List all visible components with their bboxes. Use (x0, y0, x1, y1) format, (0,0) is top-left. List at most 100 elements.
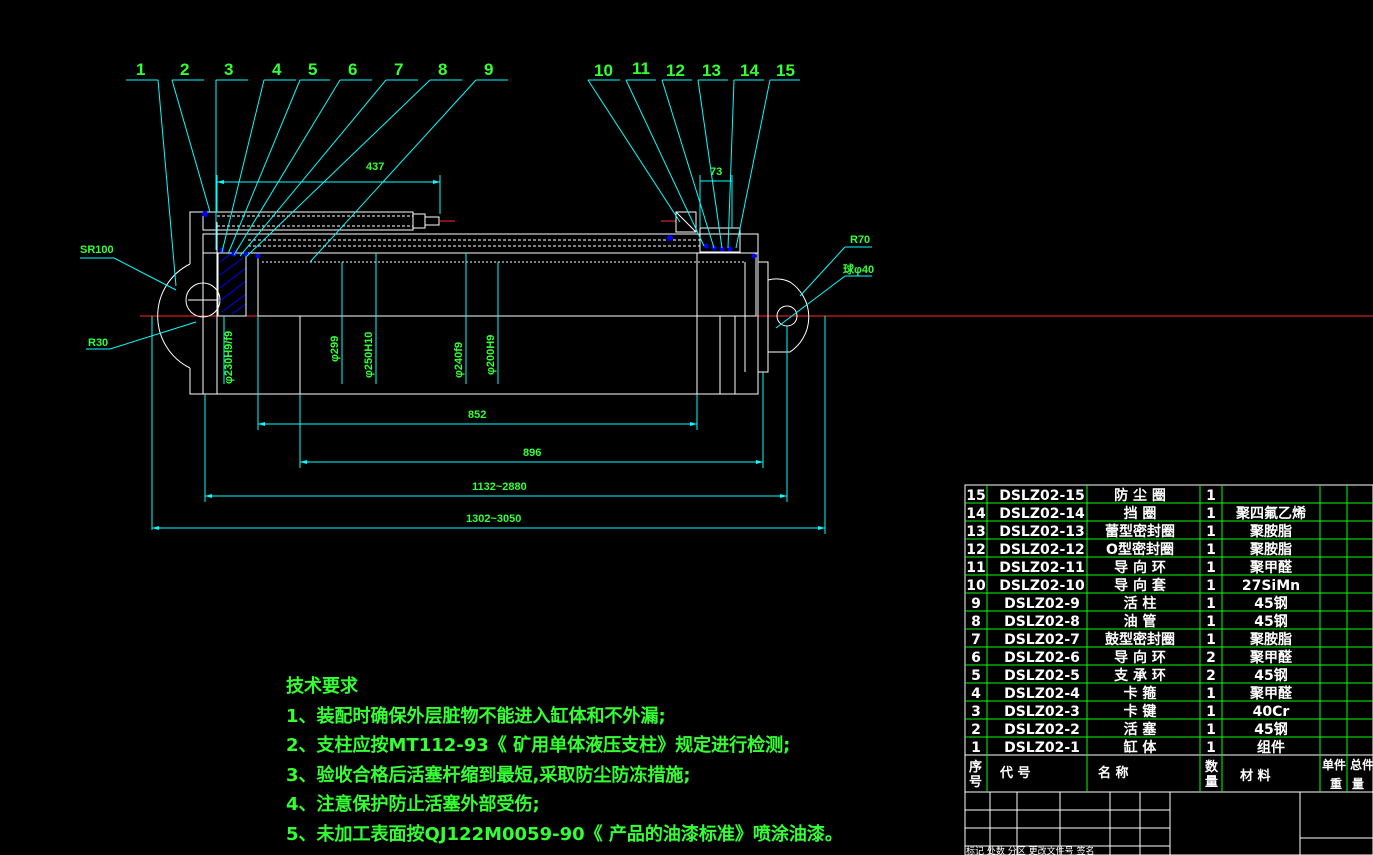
bom-cell-no: 1 (971, 740, 981, 756)
dimension-arrows (152, 180, 825, 530)
bom-header-material: 材 料 (1240, 768, 1271, 784)
bom-cell-no: 5 (971, 668, 981, 684)
bom-cell-name: 导 向 环 (1114, 649, 1166, 666)
balloon-labels: 1 2 3 4 5 6 7 8 9 10 11 12 13 14 15 (136, 59, 795, 80)
bom-cell-material: 45钢 (1254, 613, 1287, 630)
leader-lines (126, 79, 800, 287)
requirement-2: 2、支柱应按MT112-93《 矿用单体液压支柱》规定进行检测; (286, 735, 791, 756)
rod-end-eye (767, 278, 810, 353)
bom-cell-material: 聚甲醛 (1249, 559, 1293, 576)
bom-row: 11 DSLZ02-11 导 向 环 1 聚甲醛 (966, 559, 1293, 576)
bom-cell-material: 聚甲醛 (1249, 685, 1293, 702)
bom-header-seq-a: 序 (969, 759, 982, 775)
bom-cell-code: DSLZ02-8 (1004, 614, 1080, 630)
bom-header-qty-b: 量 (1205, 775, 1218, 790)
bom-cell-name: 卡 箍 (1124, 685, 1157, 702)
bom-cell-no: 11 (966, 560, 985, 576)
balloon-1: 1 (136, 60, 145, 79)
dim-dia2: φ299 (329, 336, 341, 362)
dim-ball40: 球φ40 (843, 262, 874, 276)
bom-cell-code: DSLZ02-5 (1004, 668, 1080, 684)
bom-cell-name: 活 柱 (1124, 595, 1157, 612)
bom-cell-qty: 1 (1206, 578, 1216, 594)
end-cap-hatch (219, 249, 247, 315)
dim-1302: 1302~3050 (466, 513, 521, 525)
bom-cell-name: 导 向 环 (1114, 559, 1166, 576)
bom-cell-material: 45钢 (1254, 721, 1287, 738)
bom-cell-code: DSLZ02-15 (999, 488, 1085, 504)
balloon-8: 8 (438, 60, 447, 79)
bom-cell-no: 9 (971, 596, 981, 612)
bom-cell-no: 7 (971, 632, 981, 648)
bom-cell-no: 4 (971, 686, 981, 702)
balloon-9: 9 (484, 60, 493, 79)
bom-cell-qty: 1 (1206, 740, 1216, 756)
bom-cell-material: 组件 (1257, 739, 1285, 756)
bom-header: 序 号 代 号 名 称 数 量 材 料 单件 总件 重 量 (969, 757, 1373, 791)
bom-cell-code: DSLZ02-10 (999, 578, 1085, 594)
bom-cell-qty: 1 (1206, 596, 1216, 612)
bom-header-seq-b: 号 (969, 775, 982, 790)
dimension-texts: 437 73 852 896 1132~2880 1302~3050 SR100… (80, 161, 874, 525)
dim-437: 437 (366, 161, 384, 173)
requirement-5: 5、未加工表面按QJ122M0059-90《 产品的油漆标准》喷涂油漆。 (286, 823, 843, 845)
bom-header-unit-b: 重 (1330, 776, 1342, 791)
bom-cell-qty: 1 (1206, 686, 1216, 702)
bom-cell-qty: 1 (1206, 614, 1216, 630)
bom-cell-qty: 1 (1206, 488, 1216, 504)
dim-dia5: φ200H9 (485, 335, 497, 375)
balloon-12: 12 (666, 61, 685, 80)
bom-cell-material: 聚胺脂 (1249, 523, 1292, 540)
bom-cell-name: 导 向 套 (1114, 577, 1166, 594)
left-spherical-head (157, 263, 191, 369)
bom-cell-material: 45钢 (1254, 667, 1287, 684)
bom-cell-name: O型密封圈 (1106, 541, 1174, 558)
dim-73: 73 (710, 166, 722, 178)
bom-cell-code: DSLZ02-6 (1004, 650, 1080, 666)
bom-cell-code: DSLZ02-14 (999, 506, 1085, 522)
dim-dia3: φ250H10 (363, 332, 375, 378)
dim-r70: R70 (850, 234, 870, 246)
bom-cell-code: DSLZ02-13 (999, 524, 1085, 540)
bom-cell-name: 挡 圈 (1124, 505, 1157, 522)
bom-cell-code: DSLZ02-12 (999, 542, 1085, 558)
bom-cell-no: 15 (966, 488, 985, 504)
bom-cell-no: 6 (971, 650, 981, 666)
requirement-1: 1、装配时确保外层脏物不能进入缸体和不外漏; (286, 705, 666, 727)
bom-table (964, 484, 1373, 855)
bom-row: 5 DSLZ02-5 支 承 环 2 45钢 (971, 667, 1288, 684)
bom-cell-name: 卡 键 (1124, 703, 1158, 720)
dim-dia4: φ240f9 (453, 342, 465, 378)
bom-cell-code: DSLZ02-11 (999, 560, 1085, 576)
bom-cell-code: DSLZ02-3 (1004, 704, 1080, 720)
bom-cell-material: 40Cr (1253, 704, 1290, 720)
bom-cell-qty: 2 (1206, 668, 1216, 684)
bom-cell-qty: 1 (1206, 506, 1216, 522)
balloon-3: 3 (224, 60, 233, 79)
dim-r30: R30 (88, 337, 108, 349)
bom-cell-name: 支 承 环 (1113, 667, 1166, 684)
dim-sr100: SR100 (80, 244, 114, 256)
bom-cell-name: 防 尘 圈 (1114, 487, 1166, 504)
bom-header-total-b: 量 (1352, 777, 1364, 791)
bom-cell-qty: 1 (1206, 560, 1216, 576)
bom-cell-no: 10 (966, 578, 986, 594)
bom-cell-qty: 1 (1206, 542, 1216, 558)
bom-header-name: 名 称 (1098, 765, 1129, 781)
bom-cell-qty: 1 (1206, 632, 1216, 648)
bom-cell-material: 27SiMn (1242, 578, 1300, 594)
balloon-6: 6 (348, 60, 357, 79)
bom-cell-no: 13 (966, 524, 985, 540)
bom-row: 10 DSLZ02-10 导 向 套 1 27SiMn (966, 577, 1300, 594)
bom-cell-name: 缸 体 (1124, 739, 1158, 756)
dim-1132: 1132~2880 (472, 481, 527, 493)
dim-852: 852 (468, 409, 486, 421)
requirements-title: 技术要求 (286, 676, 358, 697)
